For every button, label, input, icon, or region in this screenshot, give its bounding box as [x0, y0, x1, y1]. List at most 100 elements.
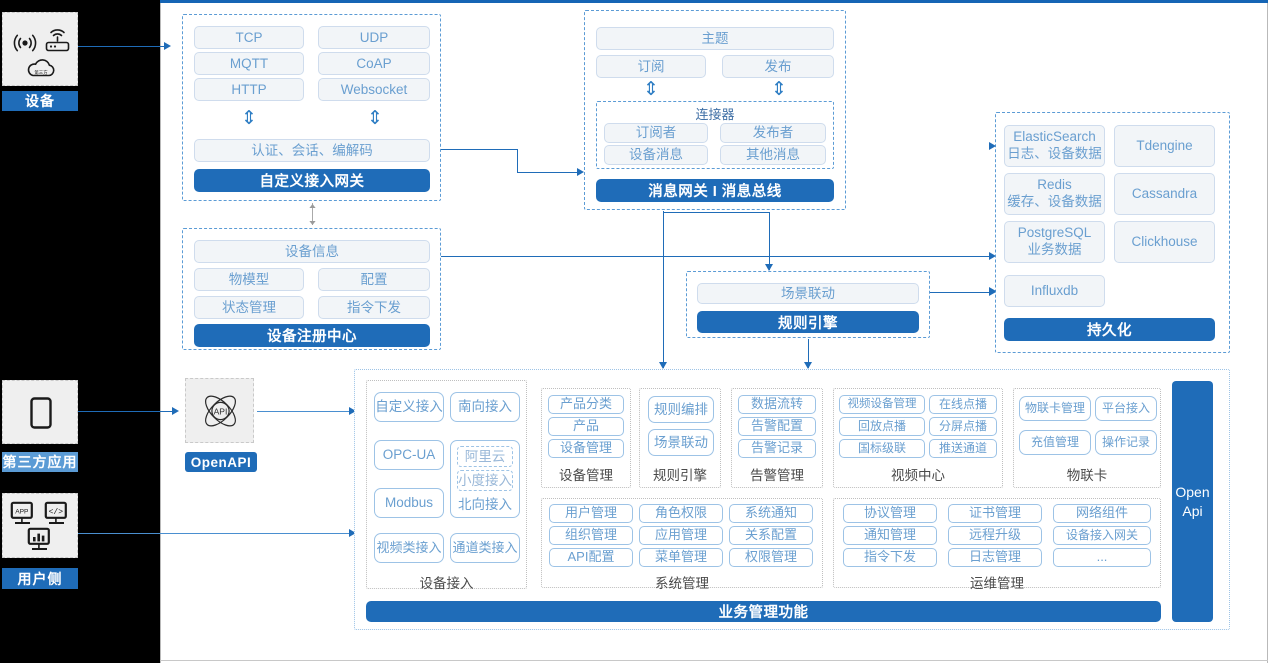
vc-chip-online-play[interactable]: 在线点播	[929, 395, 997, 414]
gateway-middle-chip[interactable]: 认证、会话、编解码	[194, 139, 430, 162]
sm-chip-org-management[interactable]: 组织管理	[549, 526, 633, 545]
publish-chip[interactable]: 发布	[722, 55, 834, 78]
access-chip-custom[interactable]: 自定义接入	[374, 392, 444, 422]
double-arrow-icon-publish: ⇕	[771, 79, 787, 100]
arrow-bus-to-business	[658, 362, 667, 369]
access-chip-aliyun[interactable]: 阿里云	[457, 446, 513, 467]
sm-chip-role-permission[interactable]: 角色权限	[639, 504, 723, 523]
app-screen-icon: APP	[10, 501, 33, 524]
iot-chip-recharge[interactable]: 充值管理	[1019, 430, 1091, 455]
sm-chip-menu-management[interactable]: 菜单管理	[639, 548, 723, 567]
svg-text:APP: APP	[15, 508, 29, 515]
subscribe-chip[interactable]: 订阅	[596, 55, 706, 78]
vc-chip-video-device-mgmt[interactable]: 视频设备管理	[839, 395, 925, 414]
group-label-rule-engine: 规则引擎	[653, 468, 707, 483]
registry-chip-status[interactable]: 状态管理	[194, 296, 304, 319]
vc-chip-playback[interactable]: 回放点播	[839, 417, 925, 436]
arrow-into-influxdb	[989, 286, 996, 295]
registry-chip-command[interactable]: 指令下发	[318, 296, 430, 319]
vc-chip-gb-cascade[interactable]: 国标级联	[839, 439, 925, 458]
access-chip-video[interactable]: 视频类接入	[374, 533, 444, 563]
vc-chip-split-screen[interactable]: 分屏点播	[929, 417, 997, 436]
svg-text:第三方: 第三方	[34, 69, 48, 76]
access-chip-opcua[interactable]: OPC-UA	[374, 440, 444, 470]
connector-chip-publisher[interactable]: 发布者	[720, 123, 826, 143]
dm-chip-device-management[interactable]: 设备管理	[548, 439, 624, 458]
connector-device-to-gateway	[78, 46, 166, 47]
iot-chip-operation-log[interactable]: 操作记录	[1095, 430, 1157, 455]
connector-chip-device-message[interactable]: 设备消息	[604, 145, 708, 165]
store-sub: 业务数据	[1027, 242, 1082, 257]
protocol-chip-tcp[interactable]: TCP	[194, 26, 304, 49]
dm-chip-product-category[interactable]: 产品分类	[548, 395, 624, 414]
dm-chip-product[interactable]: 产品	[548, 417, 624, 436]
om-chip-certificate-management[interactable]: 证书管理	[948, 504, 1042, 523]
store-chip-cassandra[interactable]: Cassandra	[1114, 173, 1215, 215]
protocol-chip-http[interactable]: HTTP	[194, 78, 304, 101]
re-chip-scene-linkage[interactable]: 场景联动	[648, 429, 714, 456]
double-arrow-icon-right: ⇕	[367, 108, 383, 129]
store-chip-clickhouse[interactable]: Clickhouse	[1114, 221, 1215, 263]
store-chip-postgresql[interactable]: PostgreSQL 业务数据	[1004, 221, 1105, 263]
user-side-icons-group: APP </>	[10, 501, 67, 550]
access-chip-modbus[interactable]: Modbus	[374, 488, 444, 518]
store-chip-tdengine[interactable]: Tdengine	[1114, 125, 1215, 167]
am-chip-alarm-config[interactable]: 告警配置	[738, 417, 816, 436]
openapi-icon-card: API	[185, 378, 254, 443]
connector-gateway-to-bus-a	[441, 149, 518, 150]
group-label-iot-card: 物联卡	[1066, 468, 1108, 483]
message-title-bar: 消息网关 I 消息总线	[596, 179, 834, 202]
iot-chip-card-management[interactable]: 物联卡管理	[1019, 396, 1091, 421]
protocol-chip-coap[interactable]: CoAP	[318, 52, 430, 75]
om-chip-notice-management[interactable]: 通知管理	[843, 526, 937, 545]
iot-chip-platform-access[interactable]: 平台接入	[1095, 396, 1157, 421]
sm-chip-api-config[interactable]: API配置	[549, 548, 633, 567]
store-chip-influxdb[interactable]: Influxdb	[1004, 275, 1105, 307]
double-arrow-icon-left: ⇕	[241, 108, 257, 129]
vc-chip-push-channel[interactable]: 推送通道	[929, 439, 997, 458]
group-label-device-management: 设备管理	[559, 468, 613, 483]
om-chip-remote-upgrade[interactable]: 远程升级	[948, 526, 1042, 545]
mobile-phone-icon	[30, 397, 52, 429]
am-chip-alarm-record[interactable]: 告警记录	[738, 439, 816, 458]
om-chip-protocol-management[interactable]: 协议管理	[843, 504, 937, 523]
access-chip-southbound[interactable]: 南向接入	[450, 392, 520, 422]
re-chip-rule-orchestration[interactable]: 规则编排	[648, 396, 714, 423]
store-name: Redis	[1037, 177, 1072, 193]
rule-chip-scene-linkage[interactable]: 场景联动	[697, 283, 919, 304]
registry-header-chip[interactable]: 设备信息	[194, 240, 430, 263]
rule-title-bar: 规则引擎	[697, 311, 919, 333]
protocol-chip-websocket[interactable]: Websocket	[318, 78, 430, 101]
code-screen-icon: </>	[44, 501, 67, 524]
om-chip-log-management[interactable]: 日志管理	[948, 548, 1042, 567]
registry-chip-thing-model[interactable]: 物模型	[194, 268, 304, 291]
protocol-chip-mqtt[interactable]: MQTT	[194, 52, 304, 75]
wifi-signal-icon	[13, 34, 37, 52]
sm-chip-user-management[interactable]: 用户管理	[549, 504, 633, 523]
om-chip-more[interactable]: ...	[1053, 548, 1151, 567]
om-chip-command-dispatch[interactable]: 指令下发	[843, 548, 937, 567]
protocol-chip-udp[interactable]: UDP	[318, 26, 430, 49]
sm-chip-system-notice[interactable]: 系统通知	[729, 504, 813, 523]
sm-chip-app-management[interactable]: 应用管理	[639, 526, 723, 545]
am-chip-data-flow[interactable]: 数据流转	[738, 395, 816, 414]
store-chip-elasticsearch[interactable]: ElasticSearch 日志、设备数据	[1004, 125, 1105, 167]
registry-chip-config[interactable]: 配置	[318, 268, 430, 291]
store-chip-redis[interactable]: Redis 缓存、设备数据	[1004, 173, 1105, 215]
connector-rule-to-business	[808, 339, 809, 368]
connector-chip-other-message[interactable]: 其他消息	[720, 145, 826, 165]
access-chip-channel[interactable]: 通道类接入	[450, 533, 520, 563]
sm-chip-permission-management[interactable]: 权限管理	[729, 548, 813, 567]
store-sub: 日志、设备数据	[1007, 146, 1102, 161]
bottom-rule	[160, 660, 1268, 661]
om-chip-network-component[interactable]: 网络组件	[1053, 504, 1151, 523]
arrow-thirdparty-to-openapi	[172, 406, 179, 415]
business-title-bar: 业务管理功能	[366, 601, 1161, 622]
access-chip-xiaodu[interactable]: 小度接入	[457, 470, 513, 491]
sm-chip-relation-config[interactable]: 关系配置	[729, 526, 813, 545]
connector-bus-stub	[663, 211, 664, 212]
connector-chip-subscriber[interactable]: 订阅者	[604, 123, 708, 143]
topic-chip[interactable]: 主题	[596, 27, 834, 50]
group-label-video-center: 视频中心	[891, 468, 945, 483]
om-chip-device-gateway[interactable]: 设备接入网关	[1053, 526, 1151, 545]
